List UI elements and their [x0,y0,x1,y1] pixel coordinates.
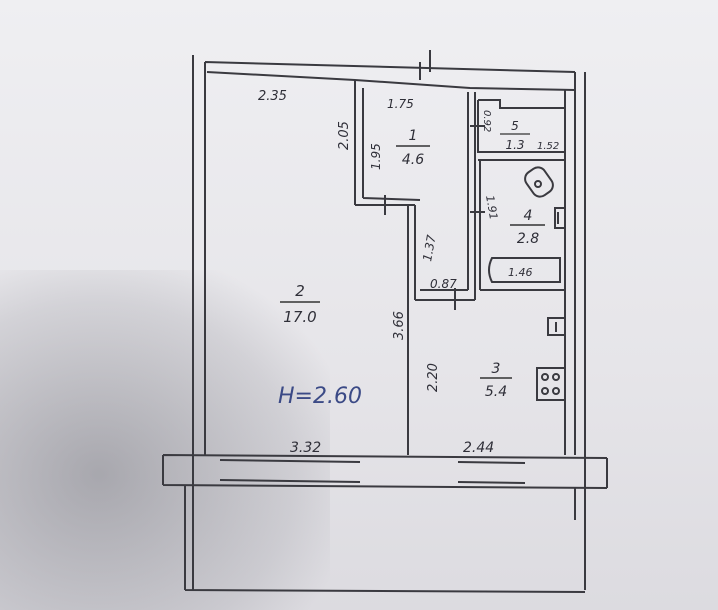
toilet-icon [524,166,554,198]
dim-room1-side: 1.95 [369,143,383,170]
dim-bath-length: 1.46 [508,266,533,279]
dim-room4-side: 1.91 [483,194,500,220]
sink-icon [554,207,566,229]
svg-text:5: 5 [511,119,519,133]
shadow [0,270,330,610]
dim-room2-side-lower: 3.66 [392,311,407,340]
kitchen-sink-icon [547,317,566,336]
svg-text:2.8: 2.8 [517,231,539,247]
dim-room2-bottom: 3.32 [290,440,321,456]
dim-room3-side: 2.20 [426,363,441,392]
ceiling-height: H=2.60 [278,384,362,409]
walls [162,50,608,593]
dim-room5-side: 0.92 [481,110,492,132]
room-5-label: 5 1.3 [500,119,530,152]
dim-corridor-side: 1.37 [420,233,438,262]
dim-room1-top: 1.75 [387,97,414,111]
room-3-label: 3 5.4 [480,361,512,400]
room-2-label: 2 17.0 [280,282,320,326]
svg-text:2: 2 [295,282,305,300]
dim-room2-side-upper: 2.05 [337,121,352,150]
svg-text:1.3: 1.3 [505,138,524,152]
svg-text:4.6: 4.6 [402,152,424,168]
dim-room5-width: 1.52 [537,141,559,152]
svg-text:1: 1 [409,128,418,144]
dim-room2-top: 2.35 [258,89,287,104]
svg-text:17.0: 17.0 [283,308,316,326]
svg-text:4: 4 [524,208,533,224]
stove-icon [536,367,566,401]
svg-text:3: 3 [492,361,501,377]
dim-corridor-bottom: 0.87 [430,277,457,291]
room-4-label: 4 2.8 [510,208,545,247]
room-1-label: 1 4.6 [396,128,430,168]
dim-room3-bottom: 2.44 [463,440,494,456]
svg-text:5.4: 5.4 [485,384,507,400]
